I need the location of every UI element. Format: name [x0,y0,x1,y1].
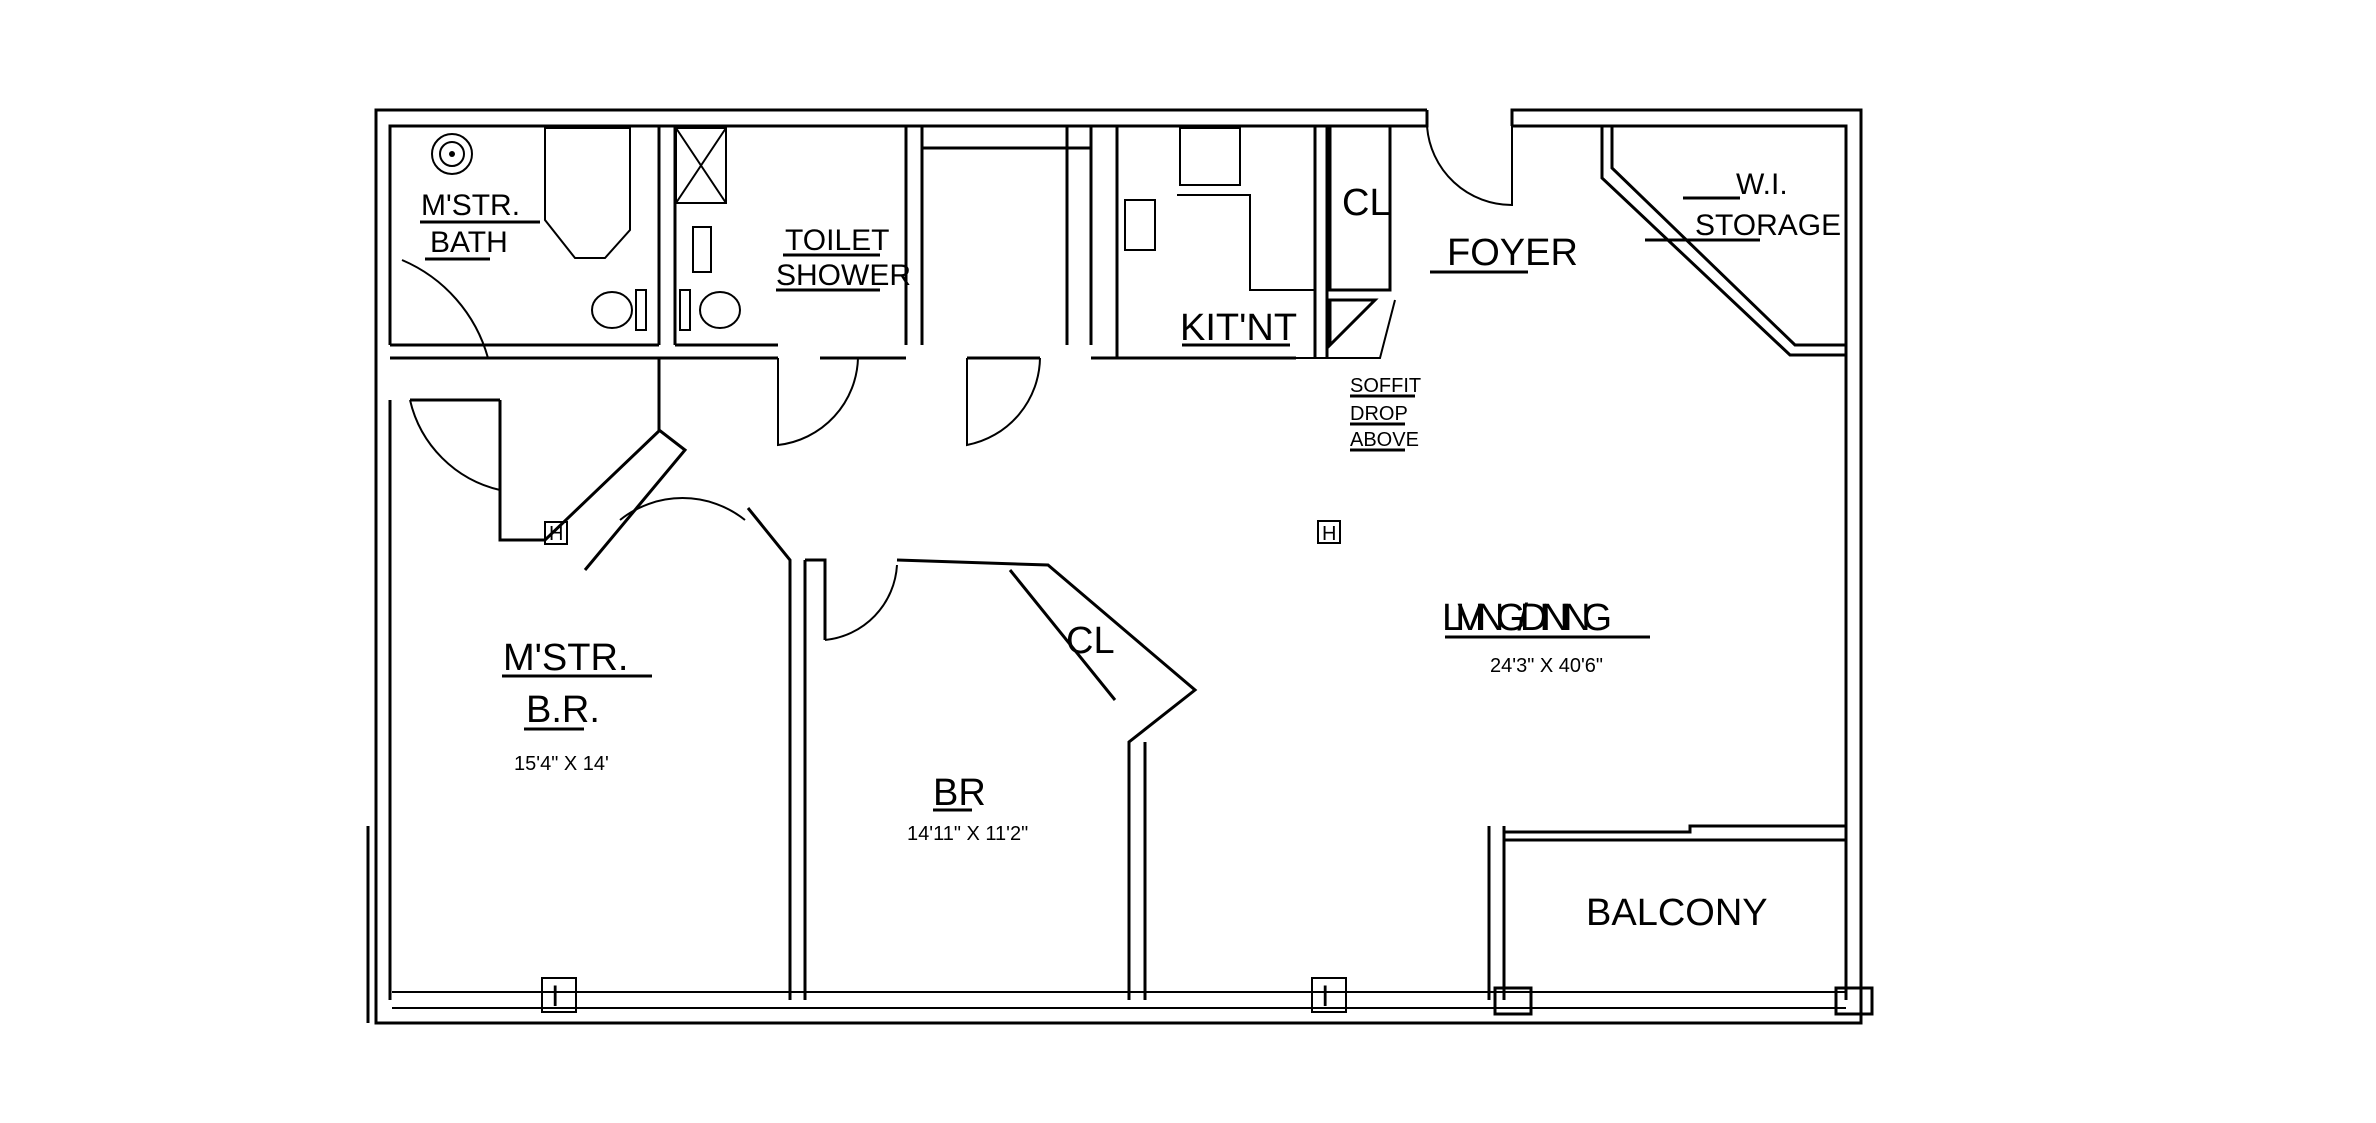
br-closet-label: CL [1066,620,1115,662]
foyer-label: FOYER [1447,232,1578,274]
master-br-label-2: B.R. [526,689,600,731]
balcony-label: BALCONY [1586,892,1768,934]
master-bath-label-2: BATH [430,226,508,259]
br-dims: 14'11" X 11'2" [907,823,1028,845]
toilet-icon [591,291,633,329]
h-marker: H [1322,523,1336,545]
living-dims: 24'3" X 40'6" [1490,655,1603,677]
h-marker-icon [544,521,568,545]
soffit-label-2: DROP [1350,403,1408,425]
toilet-icon [699,291,741,329]
br-label: BR [933,772,986,814]
fixtures [431,127,1347,1013]
sink-icon [431,133,473,175]
i-marker: I [551,980,559,1013]
i-marker: I [1321,980,1329,1013]
storage-label-1: W.I. [1736,168,1788,201]
h-marker-icon [1317,520,1341,544]
soffit-label-3: ABOVE [1350,429,1419,451]
kitchen-closet-label: CL [1342,182,1391,224]
storage-label-2: STORAGE [1695,209,1841,242]
i-marker-icon [1311,977,1347,1013]
shower-label: SHOWER [776,259,911,292]
soffit-label-1: SOFFIT [1350,375,1421,397]
master-br-label-1: M'STR. [503,637,628,679]
toilet-label: TOILET [785,224,889,257]
sink-icon [692,226,712,273]
i-marker-icon [541,977,577,1013]
bathtub-icon [544,127,631,259]
living-dining-label: LIVING/DINING [1442,597,1612,639]
room-labels: M'STR. BATH TOILET SHOWER KIT'NT CL FOYE… [420,168,1841,1013]
kitchenette-label: KIT'NT [1180,307,1297,349]
shower-icon [675,127,727,204]
doors [401,125,1513,641]
master-br-dims: 15'4" X 14' [514,753,609,775]
walls [366,108,1874,1025]
h-marker: H [549,523,563,545]
master-bath-label: M'STR. [421,189,520,222]
